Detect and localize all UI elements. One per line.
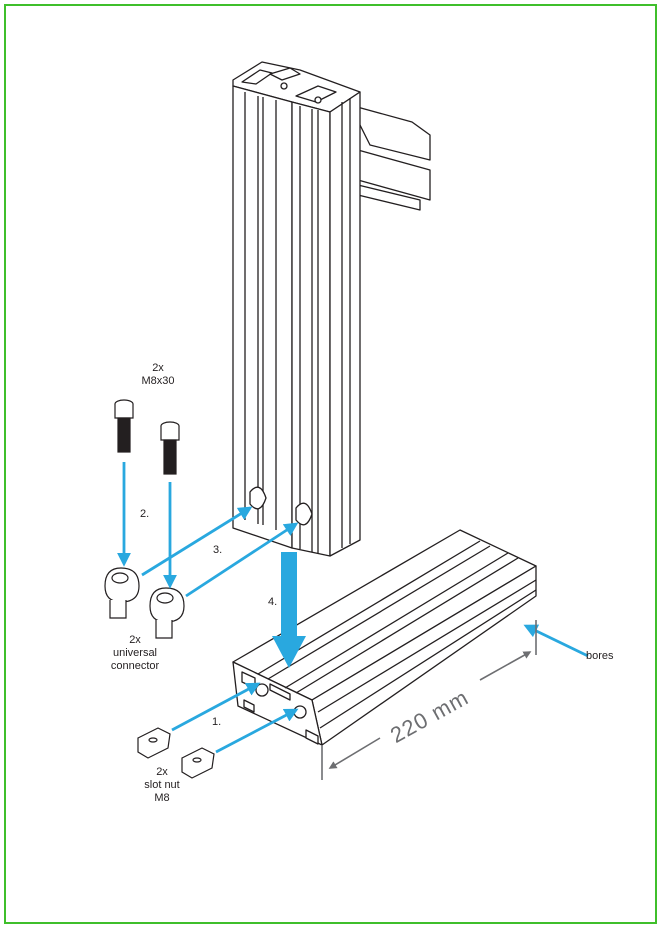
screw-size: M8x30 [141, 375, 175, 387]
step-4-arrow [272, 552, 306, 668]
slot-nut-qty: 2x [156, 766, 168, 778]
screw-qty: 2x [152, 362, 164, 374]
vertical-profile [232, 61, 431, 557]
connector-qty: 2x [129, 634, 141, 646]
screw-1 [114, 399, 134, 453]
page-frame [4, 4, 657, 924]
slot-nut-label: 2x slot nut M8 [132, 766, 192, 805]
step-3-label: 3. [213, 544, 223, 556]
universal-connector-1 [104, 567, 140, 619]
slot-nut-size: M8 [154, 792, 170, 804]
bores-label: bores [586, 650, 614, 662]
step-2-label: 2. [140, 508, 150, 520]
assembly-arrows [117, 462, 589, 754]
slot-nut-name: slot nut [144, 779, 180, 791]
connector-name-1: universal [112, 647, 158, 659]
dimension-line [321, 620, 537, 780]
slot-nut-2 [181, 747, 215, 779]
connector-name-2: connector [110, 660, 160, 672]
screw-2 [160, 421, 180, 475]
universal-connector-2 [149, 587, 185, 639]
slot-nut-1 [137, 727, 171, 759]
screw-label: 2x M8x30 [128, 362, 188, 388]
step-4-label: 4. [268, 596, 278, 608]
step-1-label: 1. [212, 716, 222, 728]
connector-label: 2x universal connector [100, 634, 170, 673]
